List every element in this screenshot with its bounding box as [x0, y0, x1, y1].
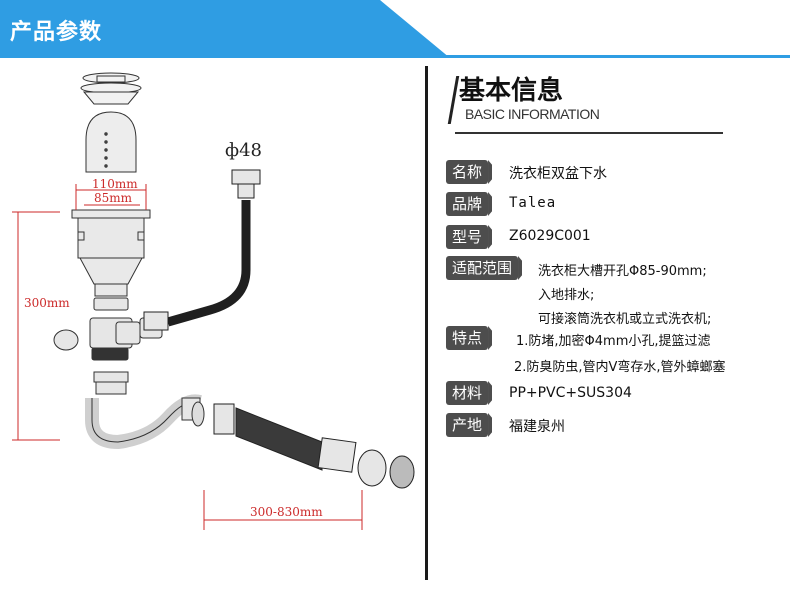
pipe-diameter: ф48: [225, 140, 262, 161]
value-name: 洗衣柜双盆下水: [509, 166, 607, 182]
header-bar: 产品参数: [0, 0, 790, 58]
value-features-line2: 2.防臭防虫,管内V弯存水,管外蟑螂塞: [514, 360, 726, 375]
value-compat-line1: 洗衣柜大槽开孔Φ85-90mm;: [538, 264, 707, 279]
sink-drain-body: [71, 209, 151, 297]
trap-pipe: [85, 371, 205, 450]
label-origin: 产地: [446, 413, 489, 437]
value-model: Z6029C001: [509, 228, 591, 244]
title-underline: [455, 132, 723, 134]
label-name: 名称: [446, 160, 489, 184]
tee-fitting: [53, 297, 163, 361]
value-features-line1: 1.防堵,加密Φ4mm小孔,提篮过滤: [516, 334, 711, 349]
dim-110: 110mm: [92, 177, 138, 191]
value-compat-line3: 可接滚筒洗衣机或立式洗衣机;: [538, 312, 712, 327]
dimension-lines: [12, 184, 363, 530]
header-title: 产品参数: [10, 20, 103, 45]
header-background: [0, 0, 790, 58]
info-title: 基本信息: [459, 76, 564, 106]
value-compat-line2: 入地排水;: [538, 288, 595, 303]
product-diagram: 110mm 85mm 300mm 300-830mm ф48: [0, 58, 425, 596]
dim-300-830: 300-830mm: [250, 505, 323, 519]
filter-basket: [85, 111, 137, 173]
label-features: 特点: [446, 326, 489, 350]
value-material: PP+PVC+SUS304: [509, 385, 632, 401]
vertical-divider: [425, 66, 428, 580]
value-origin: 福建泉州: [509, 419, 565, 435]
label-material: 材料: [446, 381, 489, 405]
label-model: 型号: [446, 225, 489, 249]
dim-300: 300mm: [24, 296, 70, 310]
label-compat: 适配范围: [446, 256, 519, 280]
dimension-labels: 110mm 85mm 300mm 300-830mm ф48: [24, 140, 323, 519]
flex-hose: [213, 403, 415, 489]
dim-85: 85mm: [94, 191, 133, 205]
info-subtitle: BASIC INFORMATION: [465, 106, 600, 122]
label-brand: 品牌: [446, 192, 489, 216]
strainer-cap: [80, 72, 142, 105]
drain-assembly-drawing: [12, 72, 415, 530]
washer-hose: [143, 169, 261, 331]
value-brand: Talea: [509, 195, 557, 211]
title-accent: [447, 76, 460, 124]
